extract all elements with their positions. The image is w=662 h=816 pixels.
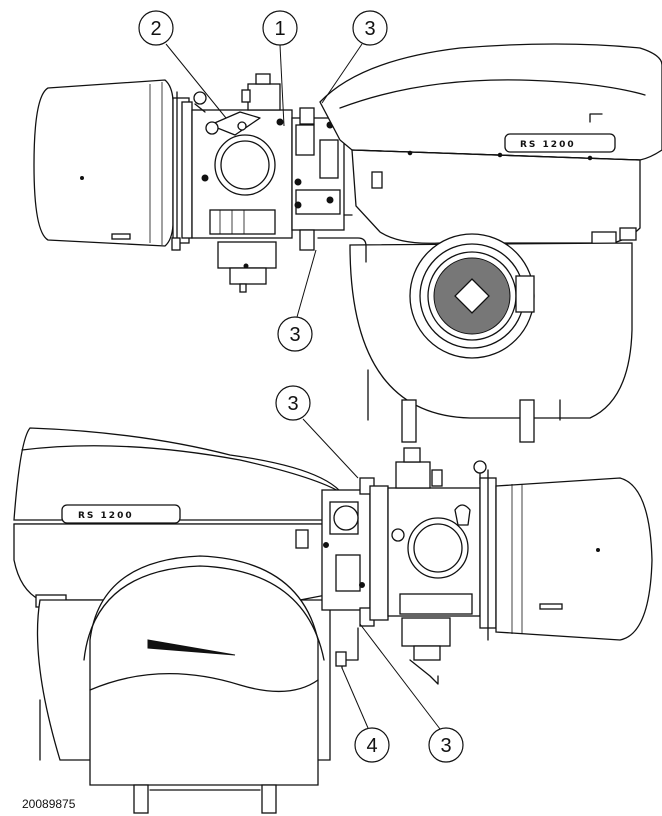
model-label-top: RS 1200 — [520, 140, 576, 150]
hinge-rail-top — [299, 107, 315, 125]
callout-3d-label: 3 — [440, 735, 451, 757]
pressure-switch — [247, 83, 281, 111]
model-plate-top — [504, 133, 616, 153]
test-point — [335, 651, 347, 667]
housing-leg-bottom-left — [133, 784, 149, 814]
model-label-bottom: RS 1200 — [78, 511, 134, 521]
callout-3c-label: 3 — [287, 393, 298, 415]
callout-3b-circle — [277, 316, 313, 352]
fan-cover — [319, 43, 662, 161]
fan-housing — [351, 149, 641, 244]
housing-leg-right — [519, 399, 535, 443]
hinge-rail-bottom — [299, 229, 315, 251]
burner-bottom-view: RS 1200 — [13, 427, 653, 814]
blast-tube-bottom — [495, 477, 653, 641]
callout-3c-circle — [275, 385, 311, 421]
callout-4-label: 4 — [366, 735, 377, 757]
model-plate-bottom — [61, 504, 181, 524]
callout-3a-circle — [352, 10, 388, 46]
lifting-eye-bottom — [473, 460, 487, 474]
inlet-hood — [89, 555, 319, 786]
burner-top-view: RS 1200 — [33, 43, 662, 443]
servomotor-lower — [401, 617, 451, 647]
callout-3a-label: 3 — [364, 18, 375, 40]
blast-tube — [33, 79, 174, 247]
callout-1-label: 1 — [274, 18, 285, 40]
fan-cover-bottom — [13, 427, 349, 521]
callout-2-label: 2 — [150, 18, 161, 40]
callout-3b-label: 3 — [289, 324, 300, 346]
sight-port — [220, 140, 270, 190]
lifting-eye — [193, 91, 207, 105]
servomotor — [217, 241, 277, 269]
callout-3d-circle — [428, 727, 464, 763]
drawing-code: 20089875 — [22, 797, 76, 811]
gas-pipe-top — [317, 237, 367, 263]
housing-leg-bottom-right — [261, 784, 277, 814]
callout-1-circle — [262, 10, 298, 46]
sight-port-bottom — [413, 523, 463, 573]
callout-2-circle — [138, 10, 174, 46]
air-damper-linkage — [209, 111, 261, 136]
pressure-switch-bottom — [395, 461, 431, 489]
housing-leg-left — [401, 399, 417, 443]
callout-4-circle — [354, 727, 390, 763]
callouts: 2 1 3 3 3 3 4 — [138, 10, 464, 763]
